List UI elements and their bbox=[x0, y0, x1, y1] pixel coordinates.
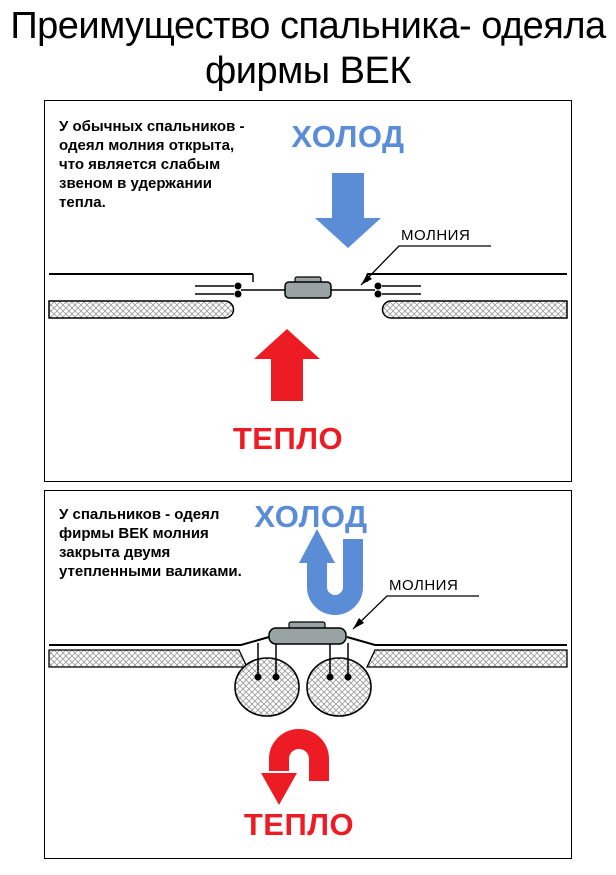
panel1-diagram bbox=[48, 173, 568, 401]
panel2-diagram bbox=[48, 529, 568, 805]
insulation-strip-right bbox=[381, 300, 568, 319]
zipper-stop-dots bbox=[254, 673, 352, 681]
panel2-description: У спальников - одеял фирмы ВЕК молния за… bbox=[59, 506, 242, 580]
panel-ordinary-sleeping-bag: У обычных спальников - одеял молния откр… bbox=[44, 100, 572, 482]
fabric-cross-section bbox=[48, 621, 568, 717]
page-title: Преимущество спальника- одеяла фирмы ВЕК bbox=[0, 4, 616, 94]
zipper-pointer-line bbox=[352, 595, 479, 630]
fabric-cross-section bbox=[48, 273, 568, 319]
insulation-roller-left bbox=[234, 657, 300, 717]
cold-label: ХОЛОД bbox=[291, 119, 405, 154]
cold-uturn-arrow-icon bbox=[299, 529, 363, 615]
roller-stitching bbox=[257, 643, 349, 677]
page-title-line2: фирмы ВЕК bbox=[205, 50, 411, 92]
cold-label: ХОЛОД bbox=[254, 499, 368, 534]
panel1-description: У обычных спальников - одеял молния откр… bbox=[59, 118, 245, 211]
insulation-strip-left bbox=[48, 649, 249, 668]
zipper-label: МОЛНИЯ bbox=[389, 577, 459, 594]
heat-uturn-arrow-icon bbox=[261, 729, 329, 805]
insulation-strip-right bbox=[365, 649, 568, 668]
heat-label: ТЕПЛО bbox=[232, 421, 344, 456]
zipper-pointer-line bbox=[360, 245, 491, 286]
insulation-roller-right bbox=[306, 657, 372, 717]
heat-label: ТЕПЛО bbox=[243, 807, 355, 842]
zipper-slider bbox=[268, 621, 347, 645]
zipper-stop-dots bbox=[234, 282, 382, 298]
zipper-label: МОЛНИЯ bbox=[401, 227, 471, 244]
heat-arrow-up-icon bbox=[254, 329, 320, 401]
insulation-strip-left bbox=[48, 300, 235, 319]
panel-vek-sleeping-bag: У спальников - одеял фирмы ВЕК молния за… bbox=[44, 490, 572, 859]
page-title-line1: Преимущество спальника- одеяла bbox=[10, 5, 606, 47]
zipper-tape bbox=[195, 285, 421, 295]
cold-arrow-down-icon bbox=[315, 173, 381, 248]
zipper-slider bbox=[284, 276, 332, 299]
